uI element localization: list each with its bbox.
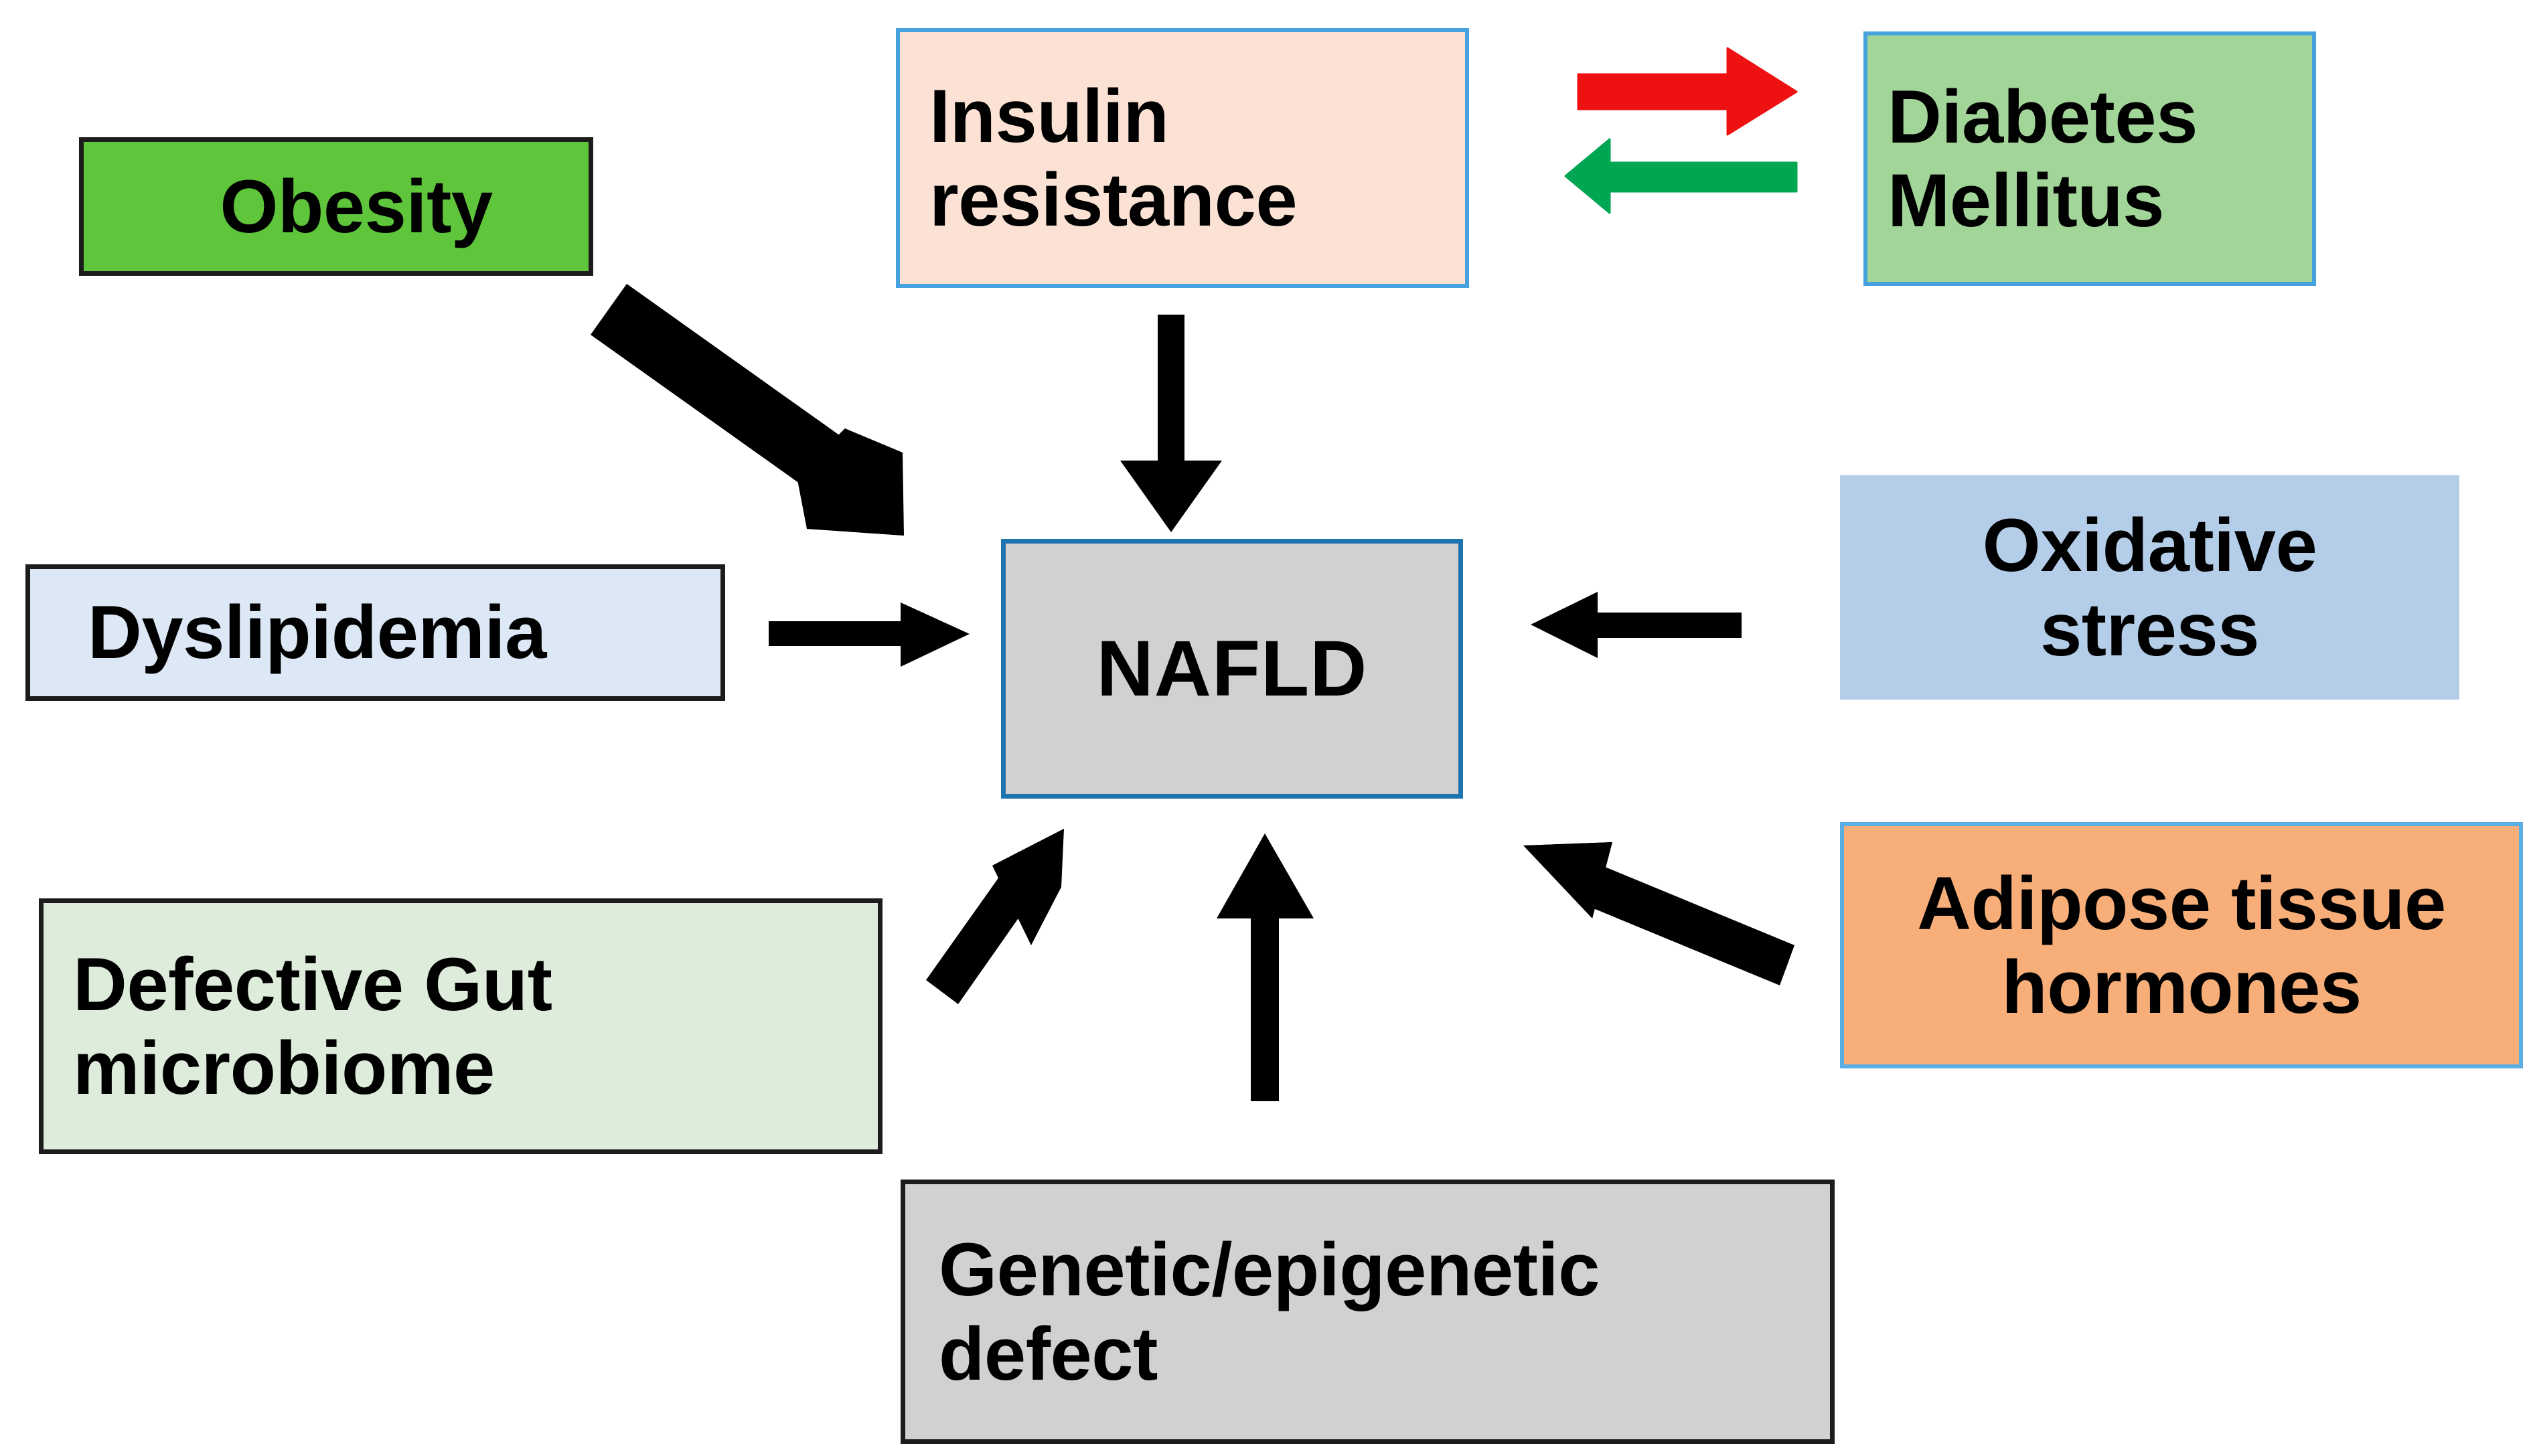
arrow-adipose-hormones-to-nafld: [1523, 842, 1794, 985]
node-diabetes-mellitus[interactable]: Diabetes Mellitus: [1863, 31, 2316, 286]
arrow-diabetes-to-insulin-resistance: [1564, 138, 1798, 214]
node-adipose-tissue-hormones-label: Adipose tissue hormones: [1917, 861, 2446, 1029]
arrow-genetic-defect-to-nafld: [1217, 833, 1314, 1101]
node-obesity[interactable]: Obesity: [79, 137, 593, 276]
node-gut-microbiome[interactable]: Defective Gut microbiome: [39, 898, 883, 1154]
node-insulin-resistance-label: Insulin resistance: [929, 74, 1298, 242]
node-adipose-tissue-hormones[interactable]: Adipose tissue hormones: [1840, 822, 2523, 1068]
node-genetic-defect[interactable]: Genetic/epigenetic defect: [901, 1180, 1835, 1444]
node-obesity-label: Obesity: [220, 164, 493, 248]
arrow-dyslipidemia-to-nafld: [769, 602, 970, 667]
arrow-oxidative-stress-to-nafld: [1531, 592, 1742, 658]
node-oxidative-stress[interactable]: Oxidative stress: [1840, 475, 2459, 700]
node-genetic-defect-label: Genetic/epigenetic defect: [939, 1228, 1600, 1396]
arrow-obesity-to-nafld: [591, 284, 904, 536]
node-diabetes-mellitus-label: Diabetes Mellitus: [1888, 74, 2198, 242]
node-dyslipidemia[interactable]: Dyslipidemia: [25, 564, 725, 701]
node-gut-microbiome-label: Defective Gut microbiome: [73, 942, 552, 1110]
node-insulin-resistance[interactable]: Insulin resistance: [896, 28, 1469, 288]
node-dyslipidemia-label: Dyslipidemia: [88, 590, 546, 675]
arrow-gut-microbiome-to-nafld: [926, 829, 1064, 1004]
arrow-insulin-resistance-to-nafld: [1120, 315, 1222, 532]
node-nafld[interactable]: NAFLD: [1001, 539, 1463, 799]
arrow-insulin-resistance-to-diabetes: [1577, 47, 1798, 136]
node-nafld-label: NAFLD: [1096, 624, 1368, 713]
node-oxidative-stress-label: Oxidative stress: [1982, 503, 2317, 671]
